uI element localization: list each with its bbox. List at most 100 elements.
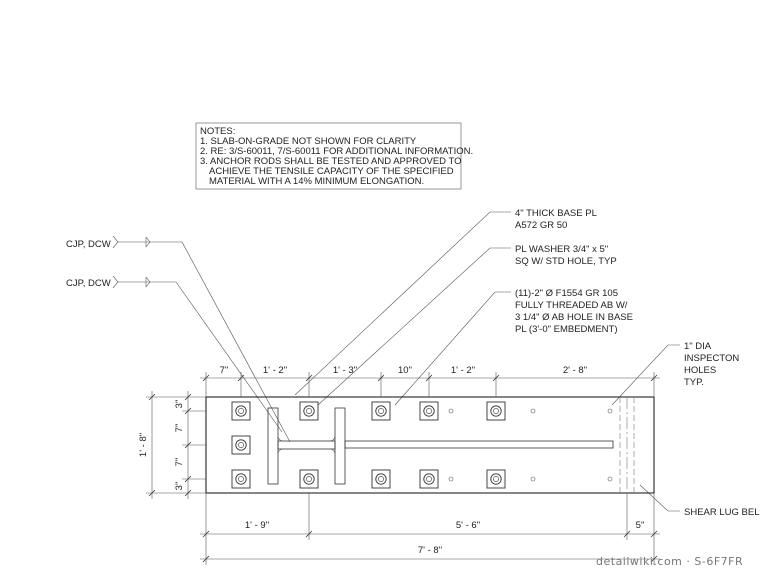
anchor-rod: [426, 408, 432, 414]
dim-left-3: 7": [174, 458, 185, 467]
callout-base-plate: 4" THICK BASE PL A572 GR 50: [294, 208, 597, 396]
weld-callout-2-text: CJP, DCW: [66, 278, 111, 289]
dim-bottom-extension-lines: [205, 493, 655, 540]
leader-base-plate: [294, 211, 511, 396]
plate-washer: [419, 401, 439, 421]
dim-top-extension-lines: [205, 372, 655, 397]
callout-anchor-line-1: (11)-2" Ø F1554 GR 105: [515, 288, 618, 299]
anchor-rod: [306, 408, 312, 414]
notes-frame: [195, 122, 462, 190]
leader-shear-lug: [639, 484, 680, 512]
inspection-holes: [448, 408, 613, 482]
callout-base-plate-line-1: 4" THICK BASE PL: [515, 208, 597, 219]
anchor-rod: [493, 476, 499, 482]
dim-left-ticks: [184, 393, 192, 497]
anchor-bolt-hole: [375, 405, 387, 417]
anchor-bolt-hole: [423, 473, 435, 485]
inspection-hole: [530, 476, 536, 482]
callout-shear-lug-text: SHEAR LUG BELOW: [684, 507, 760, 518]
plate-washer: [299, 401, 319, 421]
dim-overall-height-tick-bottom: [148, 489, 156, 497]
notes-line-1: 1. SLAB-ON-GRADE NOT SHOWN FOR CLARITY: [200, 136, 417, 147]
i-beam-fillet-top-right: [328, 434, 336, 442]
callout-inspection-holes: 1" DIA INSPECTON HOLES TYP.: [611, 341, 739, 406]
anchor-rod: [238, 476, 244, 482]
dimension-string-top: 7" 1' - 2" 1' - 3" 10" 1' - 2" 2' - 8": [200, 365, 660, 397]
dim-left-1: 3": [174, 400, 185, 409]
dim-bottom-3: 5": [636, 520, 645, 531]
callout-inspection-line-4: TYP.: [684, 377, 704, 388]
weld-arrow-2-tail: [112, 275, 119, 289]
i-beam-right-flange: [334, 407, 346, 485]
dim-overall-height-tick-top: [148, 393, 156, 401]
leader-washer: [317, 247, 511, 406]
weld-callout-1-text: CJP, DCW: [66, 239, 111, 250]
anchor-bolt-hole: [490, 405, 502, 417]
anchor-bolt-hole: [490, 473, 502, 485]
inspection-hole: [607, 476, 613, 482]
callout-anchor-line-2: FULLY THREADED AB W/: [515, 300, 628, 311]
leader-anchor-bolts: [394, 291, 511, 406]
dim-bottom-1: 1' - 9": [245, 520, 269, 531]
dim-top-1: 7": [220, 365, 229, 376]
anchor-bolt-hole: [303, 473, 315, 485]
notes-line-3: 3. ANCHOR RODS SHALL BE TESTED AND APPRO…: [200, 156, 462, 167]
notes-heading: NOTES:: [200, 126, 235, 137]
plate-washer: [371, 469, 391, 489]
plate-washer: [231, 469, 251, 489]
plate-washer: [231, 401, 251, 421]
dim-top-2: 1' - 2": [263, 365, 287, 376]
callout-washer: PL WASHER 3/4" x 5" SQ W/ STD HOLE, TYP: [317, 244, 617, 406]
dim-overall-length-tick-left: [202, 555, 210, 563]
i-beam-fillet-bottom-right: [328, 448, 336, 456]
anchor-bolt-hole: [235, 473, 247, 485]
i-beam-fillet-bottom-left: [277, 448, 285, 456]
anchor-bolt-group: [231, 401, 506, 489]
dim-bottom-2: 5' - 6": [456, 520, 480, 531]
plate-washer: [299, 469, 319, 489]
weld-callout-2: CJP, DCW: [66, 275, 283, 433]
callout-inspection-line-3: HOLES: [684, 365, 716, 376]
dim-overall-length-tick-right: [650, 555, 658, 563]
weld-symbol-2: [145, 276, 151, 288]
notes-line-4: ACHIEVE THE TENSILE CAPACITY OF THE SPEC…: [209, 166, 454, 177]
callout-shear-lug: SHEAR LUG BELOW: [639, 484, 760, 518]
dim-top-ticks: [202, 374, 658, 382]
dim-bottom-ticks: [202, 530, 658, 538]
dim-overall-height: 1' - 8": [138, 433, 149, 457]
anchor-bolt-hole: [303, 405, 315, 417]
callout-base-plate-line-2: A572 GR 50: [515, 220, 567, 231]
callout-inspection-line-2: INSPECTON: [684, 353, 739, 364]
anchor-rod: [426, 476, 432, 482]
anchor-bolt-hole: [235, 405, 247, 417]
dim-top-3: 1' - 3": [333, 365, 357, 376]
inspection-hole: [448, 476, 454, 482]
anchor-bolt-hole: [375, 473, 387, 485]
leader-inspection: [611, 344, 680, 406]
anchor-rod: [378, 408, 384, 414]
dim-left-extension-lines: [182, 396, 206, 494]
callout-anchor-bolts: (11)-2" Ø F1554 GR 105 FULLY THREADED AB…: [394, 288, 633, 406]
dimension-string-bottom: 1' - 9" 5' - 6" 5" 7' - 8": [200, 493, 660, 565]
notes-block: NOTES: 1. SLAB-ON-GRADE NOT SHOWN FOR CL…: [195, 122, 473, 190]
anchor-bolt-hole: [423, 405, 435, 417]
weld-arrow-2-leader: [175, 281, 283, 433]
dim-overall-length: 7' - 8": [418, 545, 442, 556]
watermark: detailwiki.com · S-6F7FR: [596, 555, 743, 568]
anchor-rod: [493, 408, 499, 414]
dim-top-6: 2' - 8": [563, 365, 587, 376]
dim-top-5: 1' - 2": [451, 365, 475, 376]
tail-plate-bar: [344, 440, 614, 449]
weld-arrow-1-leader: [181, 241, 291, 443]
callout-inspection-line-1: 1" DIA: [684, 341, 712, 352]
tail-plate: [344, 440, 614, 449]
dim-left-2: 7": [174, 424, 185, 433]
plate-washer: [419, 469, 439, 489]
callout-anchor-line-4: PL (3'-0" EMBEDMENT): [515, 324, 618, 335]
weld-symbol-1: [145, 236, 151, 248]
i-beam-fillet-top-left: [277, 434, 285, 442]
anchor-rod: [238, 442, 244, 448]
dim-left-4: 3": [174, 482, 185, 491]
anchor-rod: [306, 476, 312, 482]
